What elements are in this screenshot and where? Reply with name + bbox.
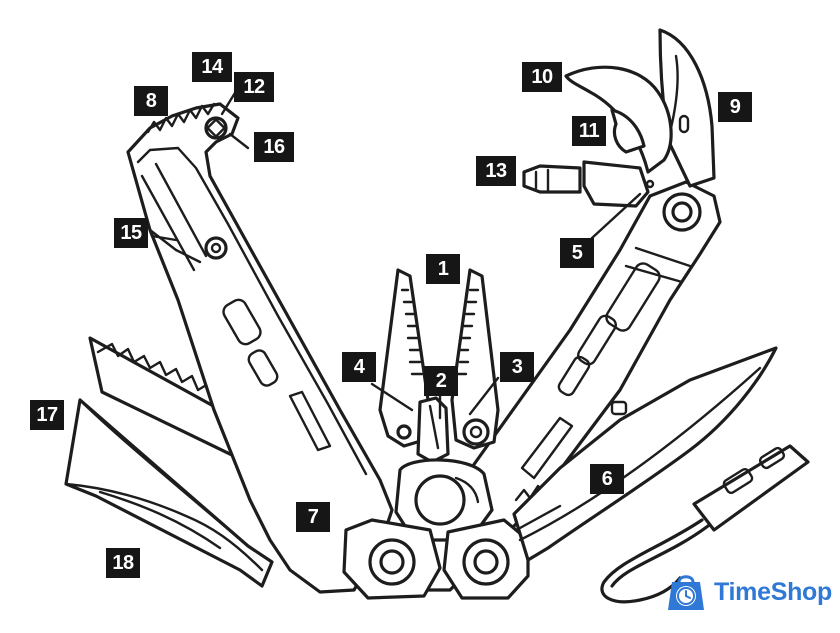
callout-1: 1 <box>426 254 460 284</box>
callout-17: 17 <box>30 400 64 430</box>
callout-9: 9 <box>718 92 752 122</box>
carabiner-clip <box>600 444 810 604</box>
callout-12: 12 <box>234 72 274 102</box>
callout-2: 2 <box>424 366 458 396</box>
callout-16: 16 <box>254 132 294 162</box>
callout-15: 15 <box>114 218 148 248</box>
bit-driver-13 <box>522 160 655 208</box>
callout-18: 18 <box>106 548 140 578</box>
left-handle <box>126 102 394 594</box>
hook-tool-10 <box>564 65 673 174</box>
brand-name: TimeShop <box>714 577 832 606</box>
cutting-blade-left <box>64 398 274 588</box>
callout-13: 13 <box>476 156 516 186</box>
callout-14: 14 <box>192 52 232 82</box>
knife-blade-6 <box>512 346 778 562</box>
callout-6: 6 <box>590 464 624 494</box>
callout-10: 10 <box>522 62 562 92</box>
callout-8: 8 <box>134 86 168 116</box>
callout-5: 5 <box>560 238 594 268</box>
callout-4: 4 <box>342 352 376 382</box>
callout-7: 7 <box>296 502 330 532</box>
callout-3: 3 <box>500 352 534 382</box>
brand-watermark: TimeShop <box>664 566 832 618</box>
clock-bag-icon <box>668 575 704 610</box>
pliers-head <box>378 268 500 542</box>
callout-11: 11 <box>572 116 606 146</box>
bottom-pivots <box>342 518 530 600</box>
